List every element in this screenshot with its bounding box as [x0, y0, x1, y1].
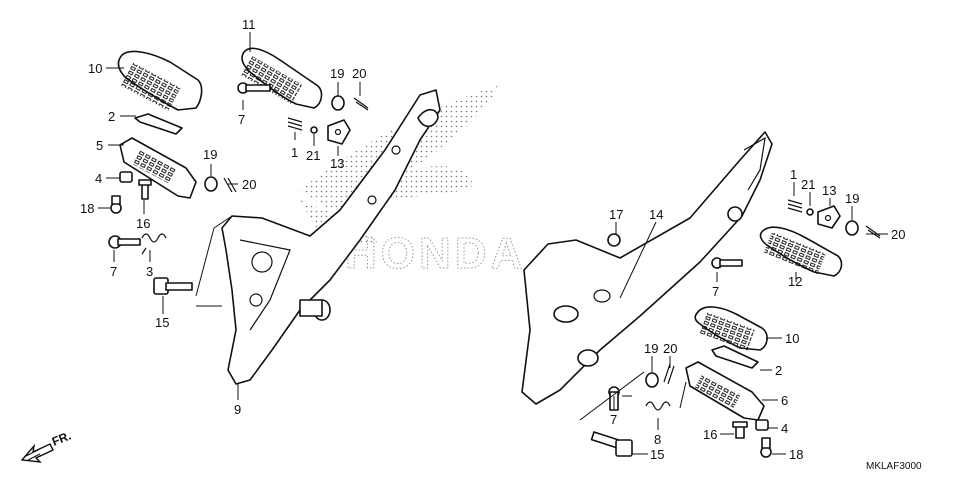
callout-20-mid: 20: [242, 177, 256, 192]
footpeg-step-left: [119, 137, 197, 199]
plate-13-upper: [327, 119, 351, 145]
cotter-20-lower: [663, 363, 675, 385]
footpeg-rubber-left: [117, 50, 203, 111]
plate-right: [711, 345, 759, 369]
callout-7-right: 7: [712, 284, 719, 299]
callout-4-right: 4: [781, 421, 788, 436]
callout-20-lower: 20: [663, 341, 677, 356]
footpeg-11: [241, 47, 323, 109]
callout-17: 17: [609, 207, 623, 222]
spring-1-upper: [287, 117, 303, 131]
callout-5: 5: [96, 138, 103, 153]
callout-18-left: 18: [80, 201, 94, 216]
bolt-15-left: [153, 277, 193, 295]
callout-15-left: 15: [155, 315, 169, 330]
callout-6: 6: [781, 393, 788, 408]
washer-19-right: [845, 220, 859, 236]
callout-14: 14: [649, 207, 663, 222]
cotter-20-mid: [223, 177, 237, 193]
callout-19-upper: 19: [330, 66, 344, 81]
pin-7-left: [108, 235, 141, 249]
bolt-15-right: [590, 431, 633, 457]
spring-3-left: [141, 233, 167, 255]
nut-left: [119, 171, 133, 183]
callout-7-upper: 7: [238, 112, 245, 127]
callout-19-mid: 19: [203, 147, 217, 162]
callout-1-upper: 1: [291, 145, 298, 160]
footpeg-12: [759, 226, 843, 277]
step-holder-left: [221, 89, 441, 385]
callout-10-left: 10: [88, 61, 102, 76]
callout-11: 11: [242, 17, 256, 32]
callout-7-left: 7: [110, 264, 117, 279]
callout-16-left: 16: [136, 216, 150, 231]
spring-1-right: [787, 199, 803, 213]
bolt-18-left: [110, 195, 122, 214]
callout-4-left: 4: [95, 171, 102, 186]
callout-16-right: 16: [703, 427, 717, 442]
callout-15-right: 15: [650, 447, 664, 462]
callout-8: 8: [654, 432, 661, 447]
leader-lines: [98, 32, 888, 455]
cotter-20-right: [865, 225, 881, 239]
callout-13-upper: 13: [330, 156, 344, 171]
callout-20-upper: 20: [352, 66, 366, 81]
grommet-17: [607, 233, 621, 247]
plate-left: [134, 113, 183, 135]
callout-9: 9: [234, 402, 241, 417]
bolt-18-right: [760, 437, 772, 458]
spring-8: [645, 401, 671, 411]
cotter-20-upper: [353, 97, 369, 111]
front-direction-label: FR.: [50, 429, 73, 449]
step-holder-right: [521, 131, 773, 405]
callout-1-right: 1: [790, 167, 797, 182]
washer-19-lower: [645, 372, 659, 388]
callout-labels: 10 11 2 7 19 20 5 1 21 13 4 19 20 18 16 …: [80, 17, 905, 462]
footpeg-rubber-right: [694, 306, 768, 351]
callout-21-right: 21: [801, 177, 815, 192]
plate-13-right: [817, 205, 841, 229]
ball-21-upper: [310, 126, 318, 134]
callout-7-lower: 7: [610, 412, 617, 427]
callout-18-right: 18: [789, 447, 803, 462]
bolt-16-left: [138, 179, 152, 200]
bolt-16-right: [732, 421, 748, 439]
callout-2-left: 2: [108, 109, 115, 124]
callout-19-right: 19: [845, 191, 859, 206]
pin-7-upper: [237, 82, 271, 94]
washer-19-mid: [204, 176, 218, 192]
washer-19-upper: [331, 95, 345, 111]
callout-21-upper: 21: [306, 148, 320, 163]
callout-13-right: 13: [822, 183, 836, 198]
ball-21-right: [806, 208, 814, 216]
pin-7-right: [711, 257, 743, 269]
callout-3: 3: [146, 264, 153, 279]
front-direction-arrow: FR.: [20, 429, 73, 463]
nut-right: [755, 419, 769, 431]
callout-20-right: 20: [891, 227, 905, 242]
diagram-code: MKLAF3000: [866, 461, 922, 472]
footpeg-step-right: [685, 361, 765, 421]
callout-19-lower: 19: [644, 341, 658, 356]
callout-10-right: 10: [785, 331, 799, 346]
callout-12: 12: [788, 274, 802, 289]
callout-2-right: 2: [775, 363, 782, 378]
honda-watermark-text: HONDA: [345, 229, 526, 278]
